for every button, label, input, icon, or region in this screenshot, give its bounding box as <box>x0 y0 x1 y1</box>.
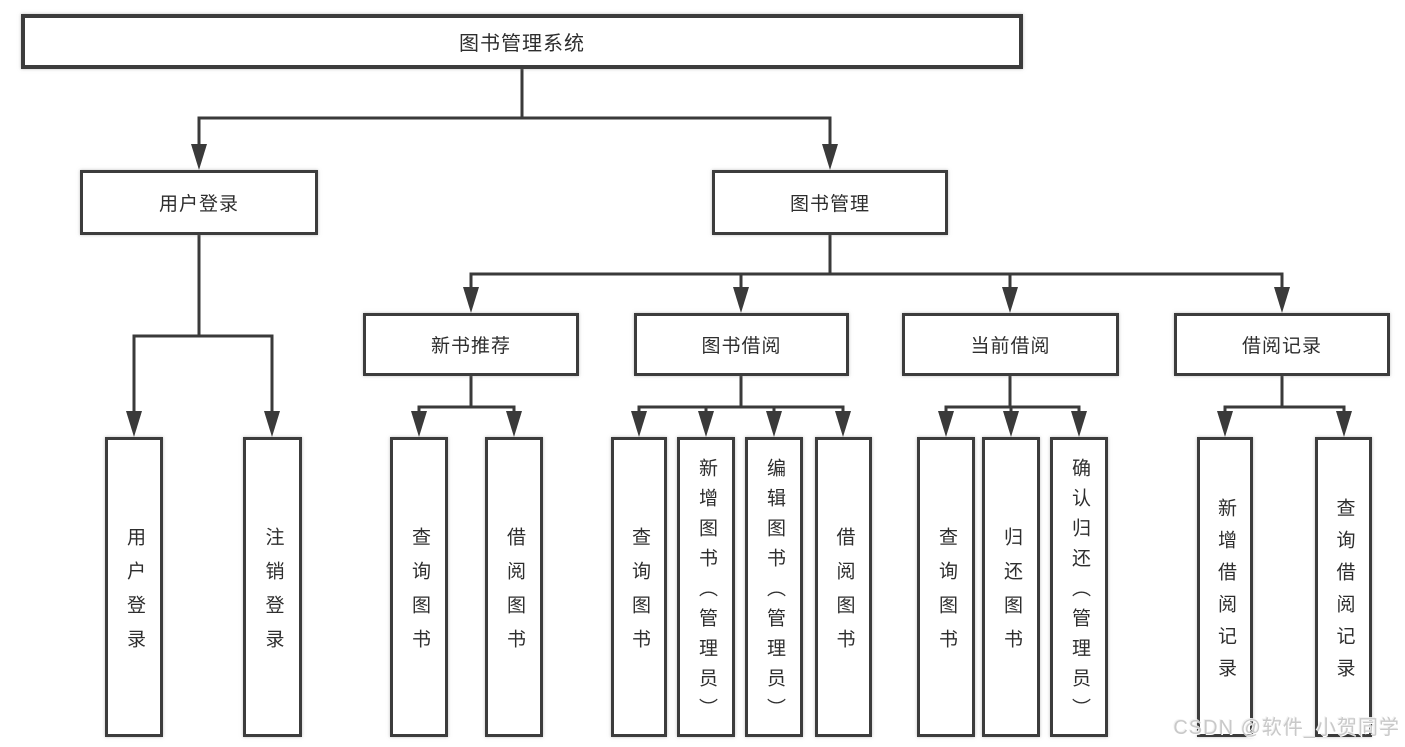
leaf-user-login-label: 用户登录 <box>123 526 145 663</box>
connector-book-borrow-to-leaves <box>637 374 845 417</box>
node-root: 图书管理系统 <box>21 14 1023 69</box>
node-borrow-records: 借阅记录 <box>1174 313 1390 376</box>
leaf-borrow-books-2: 借阅图书 <box>815 437 872 737</box>
leaf-confirm-return-admin: 确认归还（管理员） <box>1050 437 1108 737</box>
node-current-borrow: 当前借阅 <box>902 313 1119 376</box>
leaf-query-borrow-record: 查询借阅记录 <box>1315 437 1372 737</box>
leaf-borrow-books-1-label: 借阅图书 <box>503 526 525 663</box>
node-book-borrow: 图书借阅 <box>634 313 849 376</box>
connector-book-mgmt-to-sections <box>469 233 1284 293</box>
node-new-book-rec-label: 新书推荐 <box>430 336 511 357</box>
node-new-book-rec: 新书推荐 <box>363 313 579 376</box>
leaf-query-books-2: 查询图书 <box>611 437 667 737</box>
arrowheads <box>126 144 1352 437</box>
leaf-query-borrow-record-label: 查询借阅记录 <box>1333 497 1355 690</box>
leaf-return-book-label: 归还图书 <box>1000 526 1022 663</box>
connector-user-login-to-leaves <box>132 233 274 417</box>
leaf-add-book-admin: 新增图书（管理员） <box>677 437 735 737</box>
leaf-edit-book-admin-label: 编辑图书（管理员） <box>763 457 785 728</box>
leaf-query-books-2-label: 查询图书 <box>628 526 650 663</box>
node-user-login-label: 用户登录 <box>158 194 239 215</box>
leaf-return-book: 归还图书 <box>982 437 1040 737</box>
connector-borrow-records-to-leaves <box>1223 374 1346 417</box>
node-book-mgmt: 图书管理 <box>712 170 948 235</box>
leaf-add-borrow-record-label: 新增借阅记录 <box>1214 497 1236 690</box>
watermark: CSDN @软件_小贺同学 <box>1173 717 1400 739</box>
leaf-edit-book-admin: 编辑图书（管理员） <box>745 437 803 737</box>
node-user-login: 用户登录 <box>80 170 318 235</box>
node-root-label: 图书管理系统 <box>459 33 585 55</box>
leaf-user-login: 用户登录 <box>105 437 163 737</box>
node-current-borrow-label: 当前借阅 <box>970 336 1051 357</box>
leaf-query-books-3: 查询图书 <box>917 437 975 737</box>
node-book-mgmt-label: 图书管理 <box>789 194 870 215</box>
leaf-logout: 注销登录 <box>243 437 302 737</box>
node-book-borrow-label: 图书借阅 <box>701 336 782 357</box>
connector-new-book-rec-to-leaves <box>417 374 516 417</box>
connector-root-to-level2 <box>197 67 832 150</box>
leaf-confirm-return-admin-label: 确认归还（管理员） <box>1068 457 1090 728</box>
leaf-query-books-1: 查询图书 <box>390 437 448 737</box>
leaf-query-books-1-label: 查询图书 <box>408 526 430 663</box>
leaf-query-books-3-label: 查询图书 <box>935 526 957 663</box>
leaf-borrow-books-2-label: 借阅图书 <box>833 526 855 663</box>
connector-current-borrow-to-leaves <box>944 374 1081 417</box>
leaf-add-book-admin-label: 新增图书（管理员） <box>695 457 717 728</box>
leaf-add-borrow-record: 新增借阅记录 <box>1197 437 1253 737</box>
leaf-borrow-books-1: 借阅图书 <box>485 437 543 737</box>
leaf-logout-label: 注销登录 <box>262 526 284 663</box>
node-borrow-records-label: 借阅记录 <box>1241 336 1322 357</box>
